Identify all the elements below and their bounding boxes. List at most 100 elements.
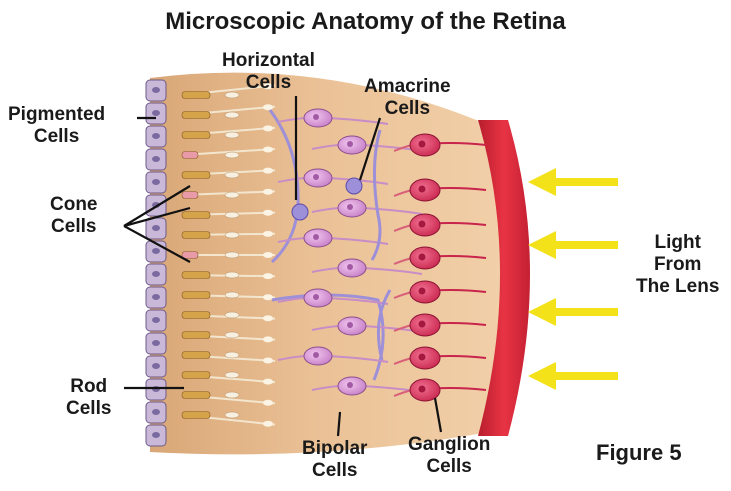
ganglion-nucleus [419, 321, 426, 328]
photoreceptor-nucleus [225, 132, 239, 138]
pigmented-cell-nucleus [152, 317, 160, 323]
light-arrow-shaft [552, 178, 618, 186]
pigmented-cell-nucleus [152, 432, 160, 438]
light-arrow-shaft [552, 308, 618, 316]
photoreceptor-terminal [263, 168, 273, 174]
rod-outer-segment [182, 112, 210, 119]
photoreceptor-terminal [263, 252, 273, 258]
pigmented-cell-nucleus [152, 248, 160, 254]
photoreceptor-terminal [263, 147, 273, 153]
rod-outer-segment [182, 272, 210, 279]
rod-outer-segment [182, 212, 210, 219]
bipolar-nucleus [313, 234, 319, 240]
horizontal-cell-body [292, 204, 308, 220]
photoreceptor-terminal [263, 294, 273, 300]
photoreceptor-nucleus [225, 412, 239, 418]
photoreceptor-nucleus [225, 292, 239, 298]
photoreceptor-terminal [263, 125, 273, 131]
rod-outer-segment [182, 92, 210, 99]
light-arrows [528, 168, 618, 390]
bipolar-nucleus [347, 141, 353, 147]
photoreceptor-terminal [263, 379, 273, 385]
photoreceptor-nucleus [225, 372, 239, 378]
bipolar-nucleus [347, 204, 353, 210]
light-arrow-head [528, 298, 556, 326]
bipolar-nucleus [313, 114, 319, 120]
pigmented-cell-nucleus [152, 225, 160, 231]
pigmented-cell-nucleus [152, 271, 160, 277]
light-arrow-shaft [552, 372, 618, 380]
photoreceptor-nucleus [225, 352, 239, 358]
rod-outer-segment [182, 232, 210, 239]
ganglion-nucleus [419, 186, 426, 193]
photoreceptor-terminal [263, 315, 273, 321]
photoreceptor-terminal [263, 336, 273, 342]
bipolar-nucleus [347, 322, 353, 328]
rod-outer-segment [182, 412, 210, 419]
light-arrow-head [528, 168, 556, 196]
light-arrow-head [528, 231, 556, 259]
label-cone-cells: Cone Cells [50, 194, 98, 238]
label-rod-cells: Rod Cells [66, 376, 111, 420]
photoreceptor-terminal [263, 273, 273, 279]
label-horizontal-cells: Horizontal Cells [222, 50, 315, 94]
ganglion-nucleus [419, 354, 426, 361]
rod-outer-segment [182, 352, 210, 359]
figure-label: Figure 5 [596, 440, 682, 466]
rod-outer-segment [182, 332, 210, 339]
pigmented-cell-nucleus [152, 156, 160, 162]
label-amacrine-cells: Amacrine Cells [364, 76, 451, 120]
photoreceptor-nucleus [225, 332, 239, 338]
photoreceptor-terminal [263, 421, 273, 427]
photoreceptor-nucleus [225, 272, 239, 278]
photoreceptor-nucleus [225, 392, 239, 398]
photoreceptor-nucleus [225, 212, 239, 218]
cone-outer-segment [182, 192, 198, 199]
label-ganglion-cells: Ganglion Cells [408, 434, 490, 478]
cone-outer-segment [182, 252, 198, 259]
light-arrow-shaft [552, 241, 618, 249]
photoreceptor-terminal [263, 189, 273, 195]
pigmented-cell-nucleus [152, 87, 160, 93]
rod-outer-segment [182, 392, 210, 399]
ganglion-nucleus [419, 386, 426, 393]
photoreceptor-terminal [263, 358, 273, 364]
pigmented-cell-nucleus [152, 133, 160, 139]
photoreceptor-nucleus [225, 192, 239, 198]
photoreceptor-terminal [263, 104, 273, 110]
bipolar-nucleus [313, 294, 319, 300]
rod-outer-segment [182, 172, 210, 179]
photoreceptor-terminal [263, 400, 273, 406]
photoreceptor-terminal [263, 231, 273, 237]
photoreceptor-nucleus [225, 232, 239, 238]
light-arrow-head [528, 362, 556, 390]
ganglion-nucleus [419, 141, 426, 148]
cone-outer-segment [182, 152, 198, 159]
photoreceptor-terminal [263, 210, 273, 216]
bipolar-nucleus [313, 352, 319, 358]
rod-outer-segment [182, 372, 210, 379]
pigmented-cell-nucleus [152, 179, 160, 185]
rod-outer-segment [182, 132, 210, 139]
pigmented-cell-nucleus [152, 340, 160, 346]
pigmented-cell-nucleus [152, 409, 160, 415]
label-bipolar-cells: Bipolar Cells [302, 438, 367, 482]
label-light-from-lens: Light From The Lens [636, 232, 719, 298]
bipolar-nucleus [347, 264, 353, 270]
pigmented-cell-nucleus [152, 110, 160, 116]
photoreceptor-nucleus [225, 152, 239, 158]
amacrine-cell-body [346, 178, 362, 194]
bipolar-nucleus [347, 382, 353, 388]
pigmented-cell-nucleus [152, 294, 160, 300]
photoreceptor-nucleus [225, 172, 239, 178]
ganglion-nucleus [419, 254, 426, 261]
photoreceptor-nucleus [225, 312, 239, 318]
pigmented-cell-nucleus [152, 363, 160, 369]
ganglion-nucleus [419, 288, 426, 295]
photoreceptor-nucleus [225, 112, 239, 118]
ganglion-nucleus [419, 221, 426, 228]
photoreceptor-nucleus [225, 252, 239, 258]
label-pigmented-cells: Pigmented Cells [8, 104, 105, 148]
bipolar-nucleus [313, 174, 319, 180]
